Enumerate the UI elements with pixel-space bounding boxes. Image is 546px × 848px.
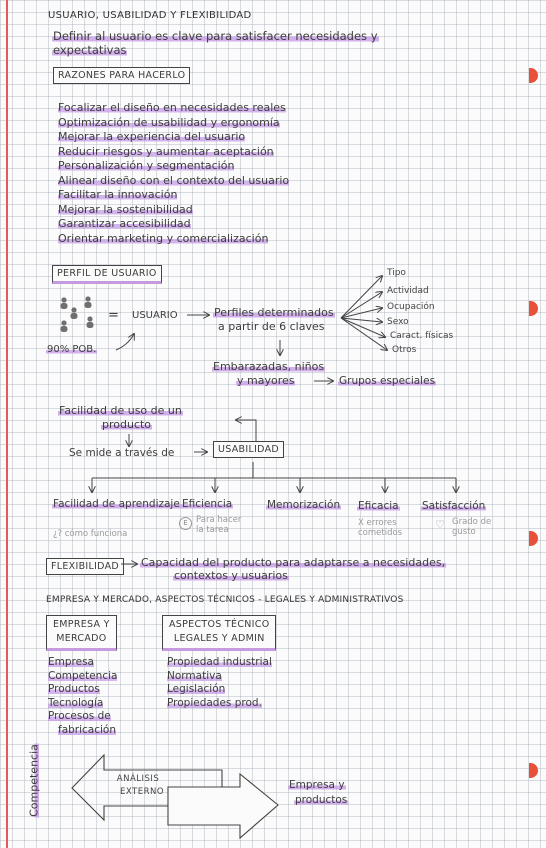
criterion-title: Memorización bbox=[266, 499, 342, 511]
efficiency-icon: E bbox=[179, 517, 192, 530]
list-item: Normativa bbox=[167, 669, 222, 682]
notebook-margin-line bbox=[6, 0, 8, 848]
key-item: Ocupación bbox=[387, 302, 435, 312]
list-item: Alinear diseño con el contexto del usuar… bbox=[58, 173, 290, 187]
competencia-vertical-label: Competencia bbox=[27, 743, 41, 818]
list-item: Empresa bbox=[48, 656, 94, 668]
key-item: Tipo bbox=[387, 268, 406, 278]
notebook-tab bbox=[529, 68, 538, 83]
company-products-label: Empresa y productos bbox=[288, 779, 349, 806]
special-line: Embarazadas, niños bbox=[212, 360, 326, 373]
key-item: Caract. físicas bbox=[390, 331, 454, 341]
technical-list: Propiedad industrial Normativa Legislaci… bbox=[167, 656, 272, 710]
flexibility-box: FLEXIBILIDAD bbox=[46, 558, 125, 575]
usuario-label: USUARIO bbox=[132, 310, 178, 321]
key-item: Sexo bbox=[387, 317, 409, 327]
profiles-line: Perfiles determinados bbox=[213, 306, 335, 319]
population-label: 90% POB. bbox=[46, 344, 98, 355]
criterion-note: X errores cometidos bbox=[358, 518, 403, 538]
definition-line: expectativas bbox=[52, 43, 128, 57]
list-item: Reducir riesgos y aumentar aceptación bbox=[58, 144, 274, 158]
list-item: Procesos de bbox=[48, 710, 111, 722]
profiles-line: a partir de 6 claves bbox=[218, 320, 325, 333]
criterion-note: Para hacer la tarea bbox=[196, 515, 242, 535]
list-item: Productos bbox=[48, 683, 100, 695]
reasons-list: Focalizar el diseño en necesidades reale… bbox=[58, 101, 290, 246]
flex-line: Capacidad del producto para adaptarse a … bbox=[140, 556, 447, 569]
list-item: Mejorar la sostenibilidad bbox=[58, 202, 193, 216]
profile-box: PERFIL DE USUARIO bbox=[52, 265, 162, 284]
criterion-title: Facilidad de aprendizaje bbox=[52, 498, 181, 510]
ease-line: Facilidad de uso de un bbox=[58, 404, 183, 417]
list-item: Mejorar la experiencia del usuario bbox=[58, 130, 246, 143]
criterion-note: ¿? cómo funciona bbox=[53, 529, 128, 539]
page-title: USUARIO, USABILIDAD Y FLEXIBILIDAD bbox=[48, 10, 252, 21]
criterion-title: Satisfacción bbox=[421, 500, 487, 512]
criterion-title: Eficacia bbox=[357, 500, 400, 512]
list-item: Personalización y segmentación bbox=[58, 159, 235, 172]
special-line: y mayores bbox=[236, 374, 296, 387]
list-item: Competencia bbox=[48, 669, 118, 682]
criterion-title: Eficiencia bbox=[181, 498, 234, 510]
company-heading: EMPRESA Y MERCADO, ASPECTOS TÉCNICOS - L… bbox=[46, 595, 404, 605]
ease-line: producto bbox=[101, 418, 153, 431]
list-item: fabricación bbox=[58, 723, 117, 736]
list-item: Legislación bbox=[167, 683, 226, 695]
list-item: Garantizar accesibilidad bbox=[58, 217, 191, 230]
notebook-tab bbox=[529, 301, 538, 316]
list-item: Facilitar la innovación bbox=[58, 188, 178, 201]
notebook-tab bbox=[529, 531, 538, 546]
criterion-note: Grado de gusto bbox=[452, 517, 492, 537]
equals-sign: = bbox=[108, 308, 119, 323]
usability-box: USABILIDAD bbox=[213, 441, 285, 458]
measured-label: Se mide a través de bbox=[69, 447, 175, 459]
list-item: Optimización de usabilidad y ergonomía bbox=[58, 115, 280, 129]
list-item: Orientar marketing y comercialización bbox=[58, 231, 269, 245]
list-item: Tecnología bbox=[48, 696, 104, 709]
flex-line: contextos y usuarios bbox=[173, 569, 289, 582]
list-item: Propiedades prod. bbox=[167, 696, 262, 709]
heart-icon: ♡ bbox=[435, 518, 445, 531]
special-groups: Grupos especiales bbox=[338, 375, 437, 387]
key-item: Actividad bbox=[387, 286, 429, 296]
company-list: Empresa Competencia Productos Tecnología… bbox=[48, 656, 118, 737]
list-item: Propiedad industrial bbox=[167, 656, 272, 668]
notebook-tab bbox=[529, 763, 538, 778]
reasons-box: RAZONES PARA HACERLO bbox=[53, 67, 191, 84]
list-item: Focalizar el diseño en necesidades reale… bbox=[58, 101, 286, 114]
people-icon bbox=[56, 294, 102, 334]
key-item: Otros bbox=[392, 345, 417, 355]
definition-line: Definir al usuario es clave para satisfa… bbox=[52, 29, 379, 43]
